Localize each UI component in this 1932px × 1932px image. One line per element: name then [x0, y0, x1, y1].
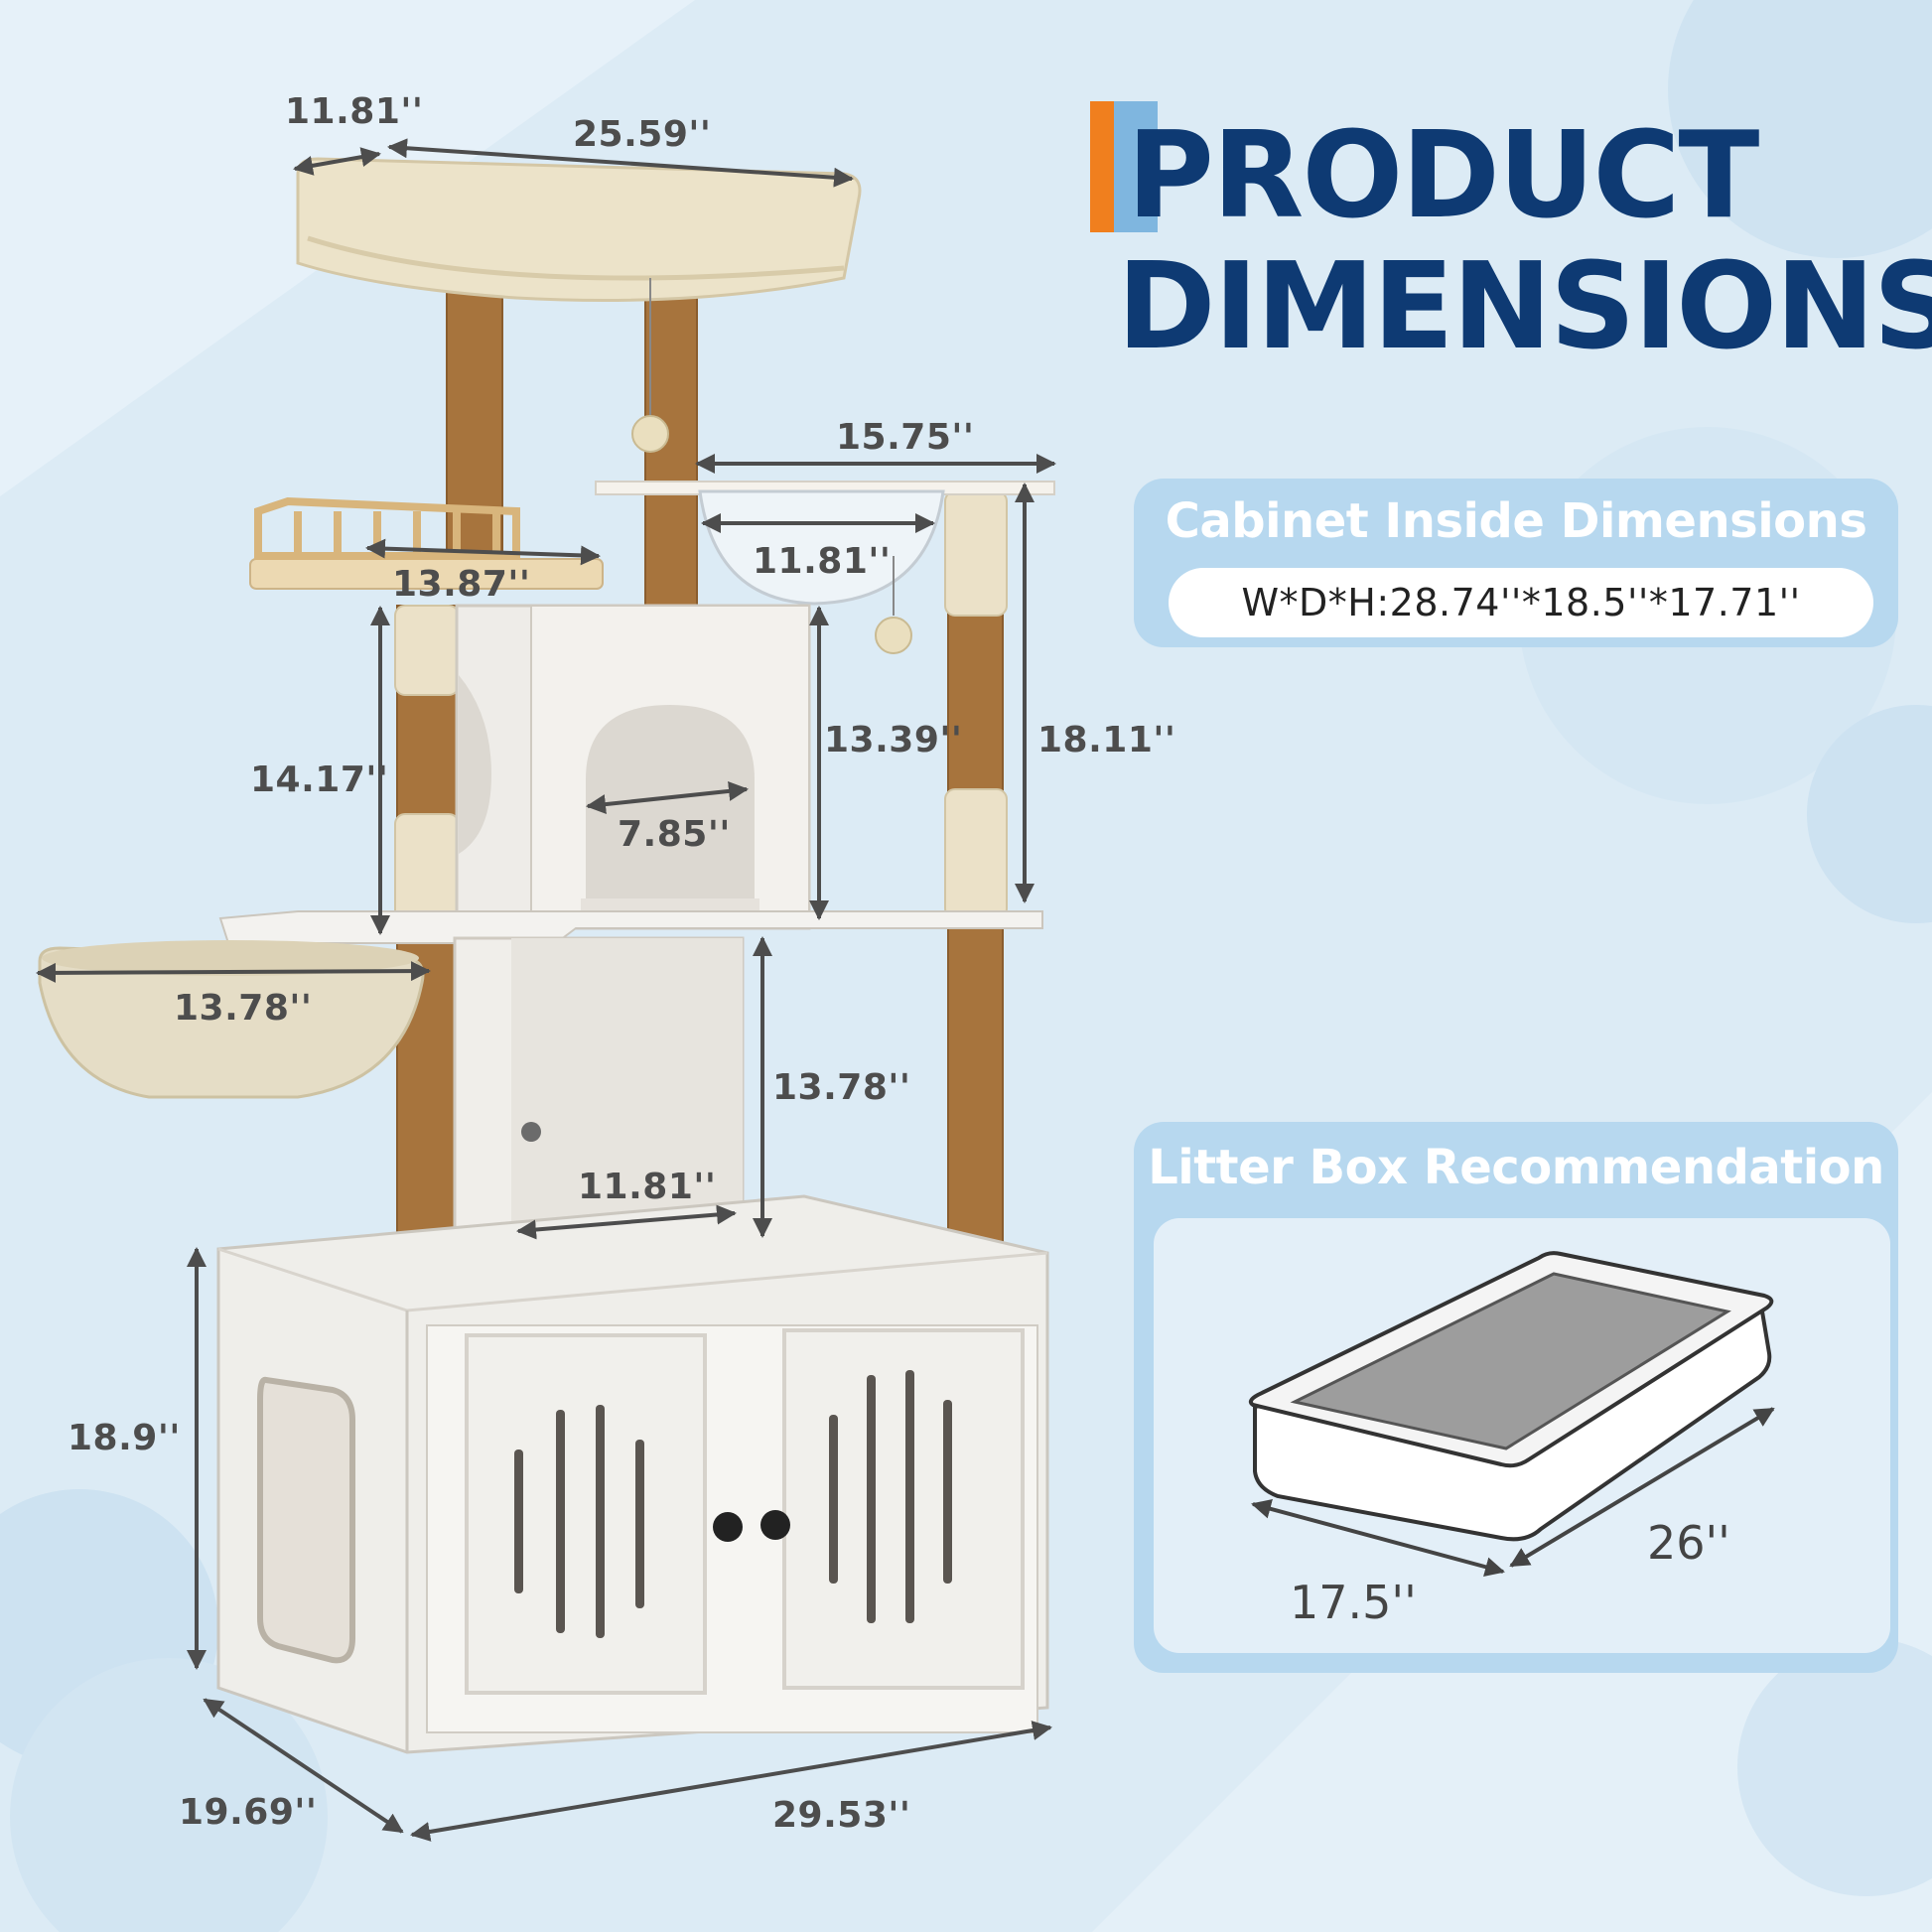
cabinet-inside-dimensions-panel: Cabinet Inside Dimensions W*D*H:28.74''*…	[1134, 479, 1898, 647]
top-perch	[296, 157, 862, 302]
litter-box-length-label: 26''	[1647, 1516, 1730, 1570]
dim-middle-compartment-height: 13.78''	[772, 1067, 911, 1108]
dim-basket-diameter: 13.78''	[174, 988, 313, 1029]
cabinet-dimensions-value: W*D*H:28.74''*18.5''*17.71''	[1169, 568, 1873, 637]
litter-box-panel: Litter Box Recommendation 17.5'' 26''	[1134, 1122, 1898, 1673]
dim-cabinet-height: 18.9''	[68, 1418, 181, 1458]
title-accent-orange	[1090, 101, 1114, 232]
ladder-platform	[249, 496, 604, 590]
litter-box-width-label: 17.5''	[1290, 1576, 1417, 1629]
dim-left-post-height: 14.17''	[250, 759, 389, 800]
dim-top-perch-depth: 11.81''	[285, 91, 424, 132]
title-accent-blue	[1114, 101, 1158, 232]
dim-condo-opening: 7.85''	[618, 814, 731, 855]
dim-bubble-diameter: 11.81''	[753, 541, 892, 582]
condo	[455, 604, 811, 930]
page-title-line2: DIMENSIONS	[1117, 238, 1932, 376]
dimension-arrows	[36, 138, 1056, 1842]
litter-panel-title: Litter Box Recommendation	[1148, 1140, 1884, 1195]
dim-ladder-platform-width: 13.87''	[392, 564, 531, 605]
dim-bubble-platform-width: 15.75''	[836, 417, 975, 458]
dim-cabinet-depth: 19.69''	[179, 1792, 318, 1833]
dim-top-perch-width: 25.59''	[573, 114, 712, 155]
dim-cabinet-width: 29.53''	[772, 1795, 911, 1836]
toy-ball-top	[631, 415, 669, 453]
page-title-line1: PRODUCT	[1127, 107, 1759, 245]
dim-condo-height: 13.39''	[824, 720, 963, 760]
cabinet	[216, 1194, 1049, 1754]
litter-box-illustration-area: 17.5'' 26''	[1154, 1218, 1890, 1653]
dim-middle-compartment-width: 11.81''	[578, 1167, 717, 1207]
litter-box-icon	[1248, 1251, 1775, 1577]
dim-right-post-height: 18.11''	[1037, 720, 1176, 760]
cabinet-panel-title: Cabinet Inside Dimensions	[1165, 493, 1867, 549]
